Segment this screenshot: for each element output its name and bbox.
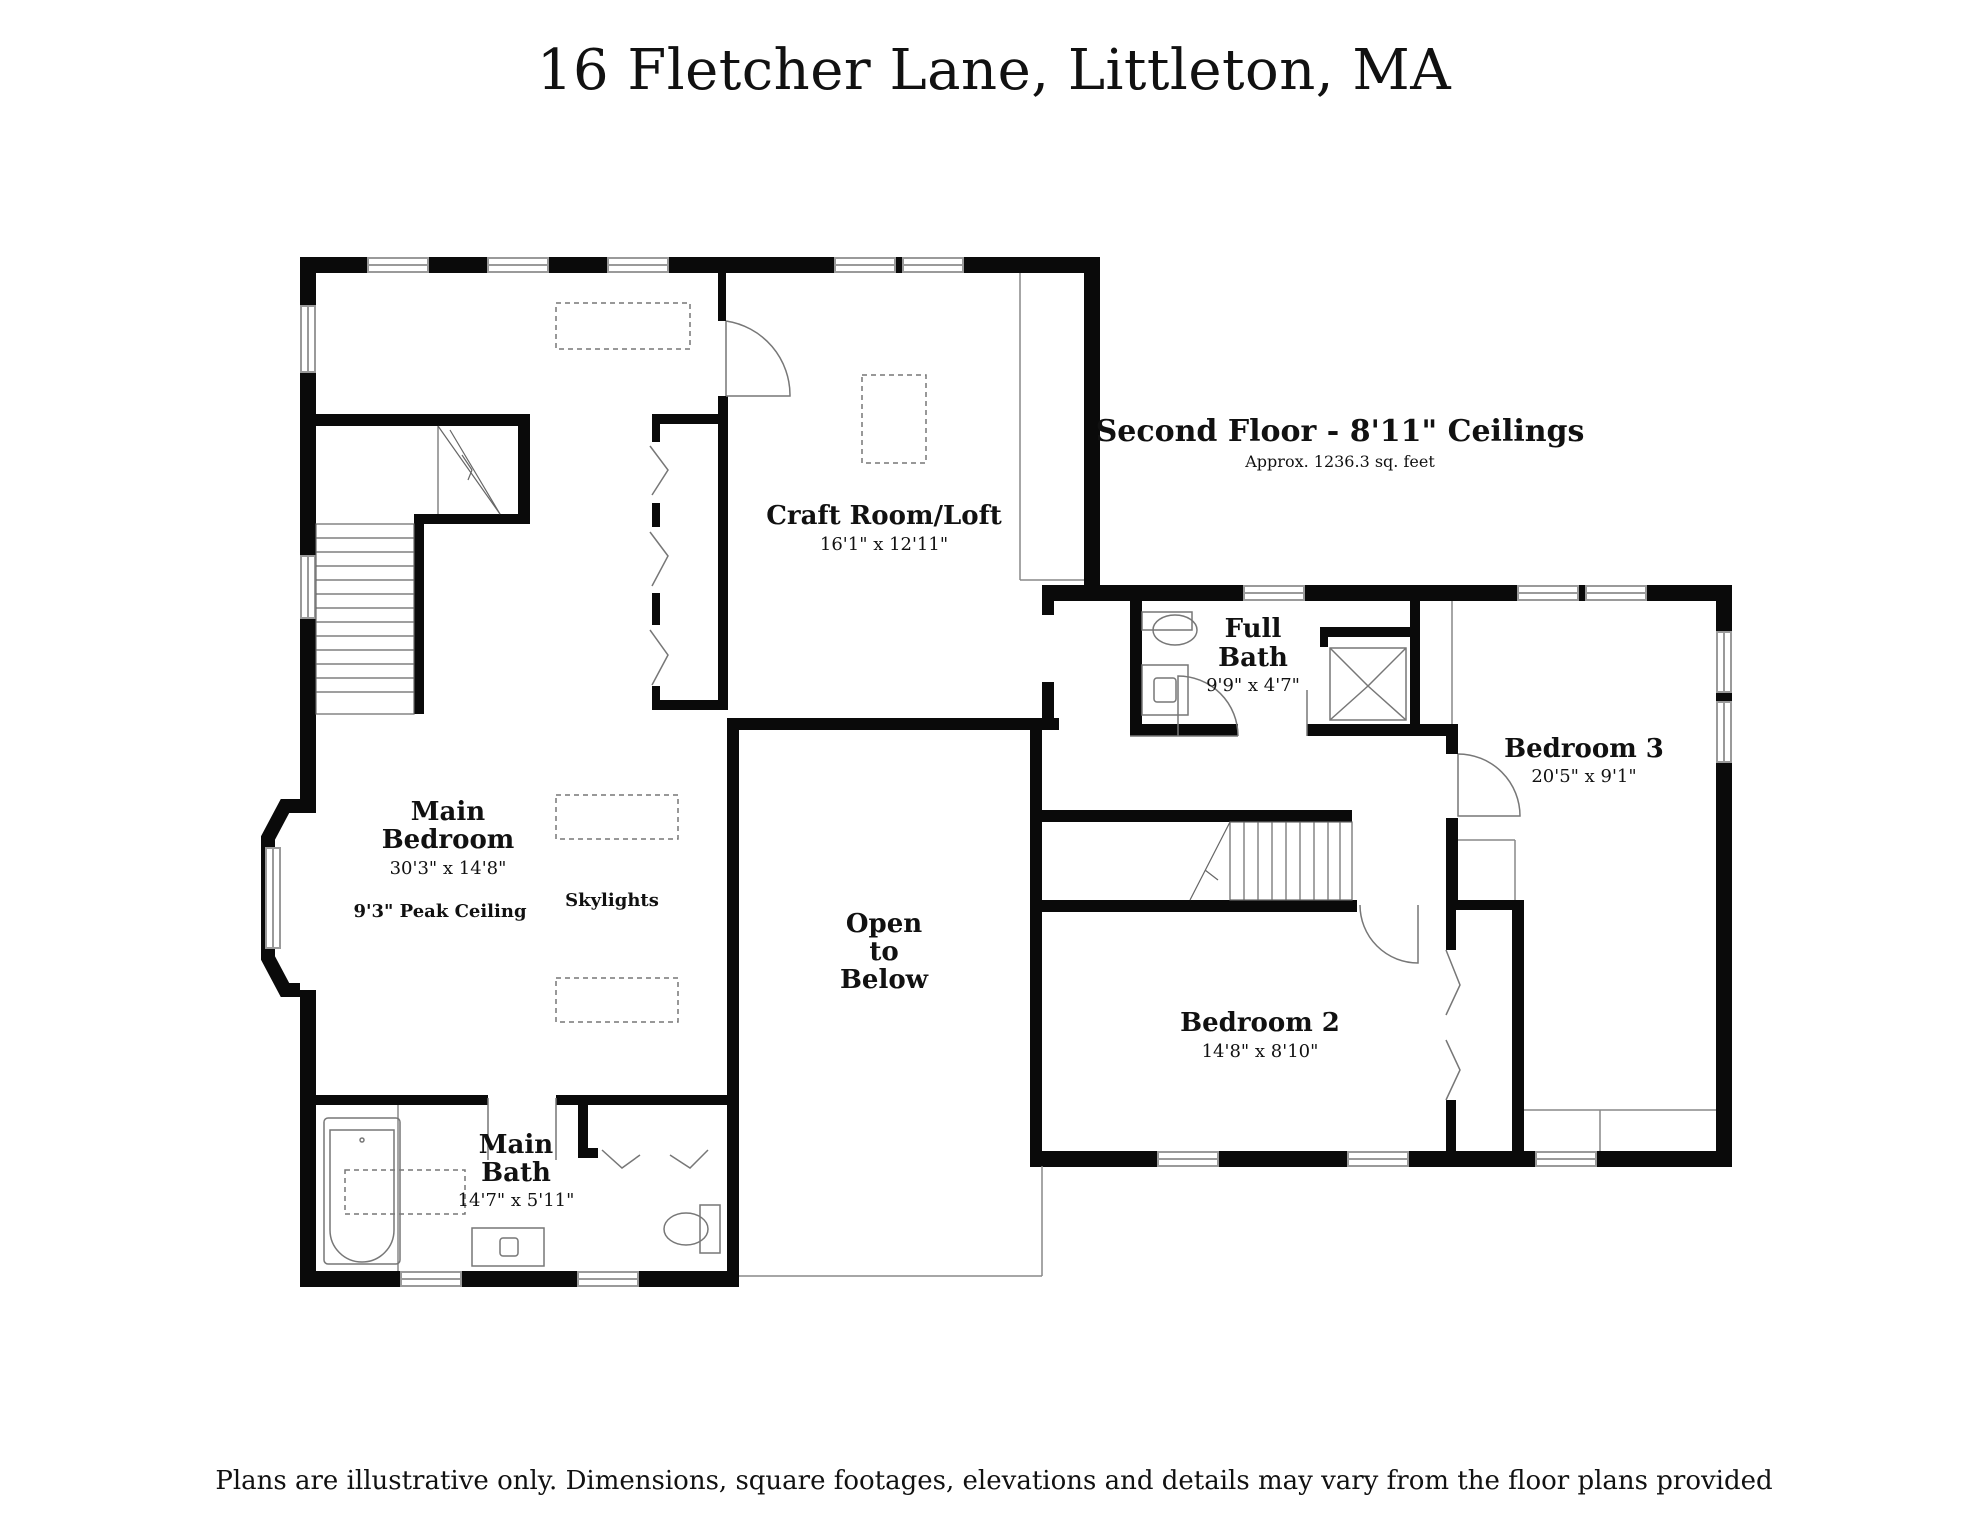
wall-br3-left-b: [1446, 818, 1458, 908]
main-bath-dims: 14'7" x 5'11": [458, 1190, 575, 1211]
wall-closet-bottom: [652, 700, 728, 710]
wall-br3-left-a: [1446, 724, 1458, 754]
wall-right-loft: [1084, 257, 1100, 592]
main-bath-name: Main: [479, 1130, 554, 1160]
shower: [1329, 647, 1407, 721]
wall-fullbath-bottom-b: [1307, 724, 1447, 736]
main-bedroom-dims: 30'3" x 14'8": [390, 858, 507, 879]
room-labels: Second Floor - 8'11" Ceilings Approx. 12…: [353, 414, 1663, 1211]
main-bedroom-name: Main: [411, 797, 486, 827]
wall-br3-inner-v: [1512, 900, 1524, 1151]
bedroom3-name: Bedroom 3: [1504, 734, 1664, 764]
full-bath-dims: 9'9" x 4'7": [1206, 675, 1300, 696]
wall-bedroom2-top: [1042, 900, 1357, 912]
windows: [300, 257, 1732, 1287]
wall-stair-top: [316, 414, 530, 426]
skylight: [344, 1169, 466, 1215]
floor-area: Approx. 1236.3 sq. feet: [1244, 452, 1435, 471]
wall-fullbath-left: [1130, 601, 1142, 736]
wall-open-right: [1030, 718, 1042, 1166]
skylight: [555, 302, 691, 350]
wall-hall-left-top: [1042, 585, 1054, 615]
bedroom3-dims: 20'5" x 9'1": [1531, 766, 1636, 787]
wall-bath-top-b: [556, 1095, 737, 1105]
main-bath-name2: Bath: [481, 1158, 551, 1188]
bathtub: [323, 1117, 401, 1265]
vanity-full-bath: [1141, 664, 1189, 716]
wall-open-top: [727, 718, 1059, 730]
skylight: [555, 977, 679, 1023]
stair-upper: [315, 425, 501, 715]
wall-closet-door4: [652, 686, 660, 710]
wall-closet-door2: [652, 503, 660, 527]
toilet-full-bath: [1141, 611, 1193, 631]
wall-bedroom2-right-a: [1446, 900, 1456, 950]
wall-closet-top: [652, 414, 728, 424]
wall-wic-bottom: [578, 1148, 598, 1158]
vanity-main-bath: [471, 1227, 545, 1267]
wall-left-upper: [300, 257, 316, 813]
wall-loft-left-top: [718, 273, 726, 321]
wall-hall-stair-top: [1042, 810, 1352, 822]
disclaimer: Plans are illustrative only. Dimensions,…: [215, 1466, 1773, 1496]
wall-shower-left: [1320, 627, 1328, 647]
open-below-2: to: [869, 937, 898, 967]
wall-open-left: [727, 718, 739, 1287]
wall-bath-top-a: [300, 1095, 488, 1105]
wall-hall-left-mid: [1042, 682, 1054, 718]
wall-loft-left: [718, 396, 728, 706]
skylight: [861, 374, 927, 464]
wall-fullbath-bottom-a: [1130, 724, 1238, 736]
bedroom2-dims: 14'8" x 8'10": [1202, 1041, 1319, 1062]
thin-lines: [397, 273, 1716, 1277]
full-bath-name2: Bath: [1218, 643, 1288, 673]
wall-bedroom2-right-b: [1446, 1100, 1456, 1151]
fixtures: [323, 611, 1407, 1267]
doors: [487, 320, 1521, 1169]
skylight: [555, 794, 679, 840]
wall-bottom-left: [300, 1271, 737, 1287]
wall-stair-right: [518, 414, 530, 524]
wall-closet-door3: [652, 593, 660, 625]
main-bedroom-ceiling: 9'3" Peak Ceiling: [353, 901, 526, 922]
wall-wic-left: [578, 1095, 588, 1155]
craft-room-name: Craft Room/Loft: [766, 501, 1002, 531]
wall-stair-inner-h: [414, 514, 530, 524]
floor-heading: Second Floor - 8'11" Ceilings: [1096, 414, 1585, 449]
craft-room-dims: 16'1" x 12'11": [820, 534, 948, 555]
page-title: 16 Fletcher Lane, Littleton, MA: [536, 38, 1452, 103]
main-bedroom-name2: Bedroom: [382, 825, 515, 855]
skylights: [344, 302, 927, 1215]
open-below-1: Open: [846, 909, 922, 939]
toilet-main-bath: [699, 1204, 721, 1254]
wall-shower-top: [1320, 627, 1420, 637]
open-below-3: Below: [840, 965, 929, 995]
bedroom2-name: Bedroom 2: [1180, 1008, 1340, 1038]
wall-shower-right: [1410, 601, 1420, 736]
bay-window: [261, 799, 300, 997]
wall-closet-door1: [652, 414, 660, 442]
full-bath-name: Full: [1225, 614, 1282, 644]
wall-stair-inner-v: [414, 514, 424, 714]
wall-left-lower: [300, 990, 316, 1285]
wall-br3-inner: [1446, 900, 1522, 910]
skylights-label: Skylights: [565, 890, 659, 911]
stair-lower: [1189, 821, 1353, 901]
